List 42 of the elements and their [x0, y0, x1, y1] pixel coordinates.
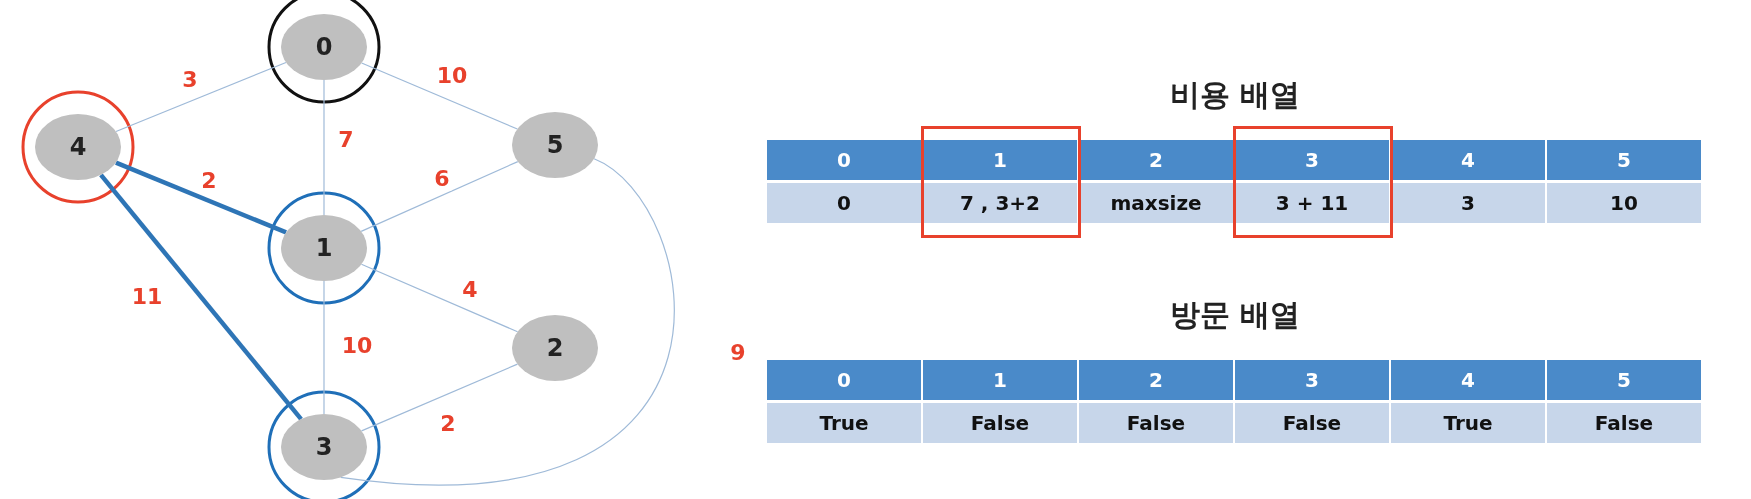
edge-line: [115, 160, 287, 235]
table-cell: False: [1235, 403, 1391, 443]
edge-line: [360, 363, 519, 432]
table-cell: 10: [1547, 183, 1703, 223]
table-cell: 3 + 11: [1235, 183, 1391, 223]
edge-line: [340, 158, 675, 486]
table-cell: 0: [767, 183, 923, 223]
header-cell: 2: [1079, 360, 1235, 400]
table-title: 방문 배열: [1169, 296, 1301, 334]
graph-node: 0: [281, 14, 367, 80]
header-cell: 3: [1235, 140, 1391, 180]
edge-line: [360, 161, 519, 232]
header-cell: 2: [1079, 140, 1235, 180]
table-cell: 7 , 3+2: [923, 183, 1079, 223]
table-cell: False: [1079, 403, 1235, 443]
header-cell: 0: [767, 140, 923, 180]
table-cell: True: [767, 403, 923, 443]
header-cell: 1: [923, 140, 1079, 180]
graph-node: 3: [281, 414, 367, 480]
edge-line: [361, 62, 518, 130]
edge-line: [115, 61, 287, 133]
header-cell: 1: [923, 360, 1079, 400]
header-cell: 5: [1547, 140, 1703, 180]
graph-node: 2: [512, 315, 598, 381]
header-cell: 3: [1235, 360, 1391, 400]
graph-node: 4: [35, 114, 121, 180]
table-cell: False: [923, 403, 1079, 443]
header-cell: 0: [767, 360, 923, 400]
graph-node: 1: [281, 215, 367, 281]
edge-line: [323, 280, 325, 415]
header-cell: 4: [1391, 360, 1547, 400]
table-cell: True: [1391, 403, 1547, 443]
table-cell: maxsize: [1079, 183, 1235, 223]
edge-line: [360, 263, 519, 333]
table-cell: False: [1547, 403, 1703, 443]
graph-node: 5: [512, 112, 598, 178]
table-title: 비용 배열: [1169, 76, 1301, 114]
edge-line: [323, 79, 325, 216]
table-cell: 3: [1391, 183, 1547, 223]
edge-line: [99, 173, 303, 421]
header-cell: 4: [1391, 140, 1547, 180]
header-cell: 5: [1547, 360, 1703, 400]
